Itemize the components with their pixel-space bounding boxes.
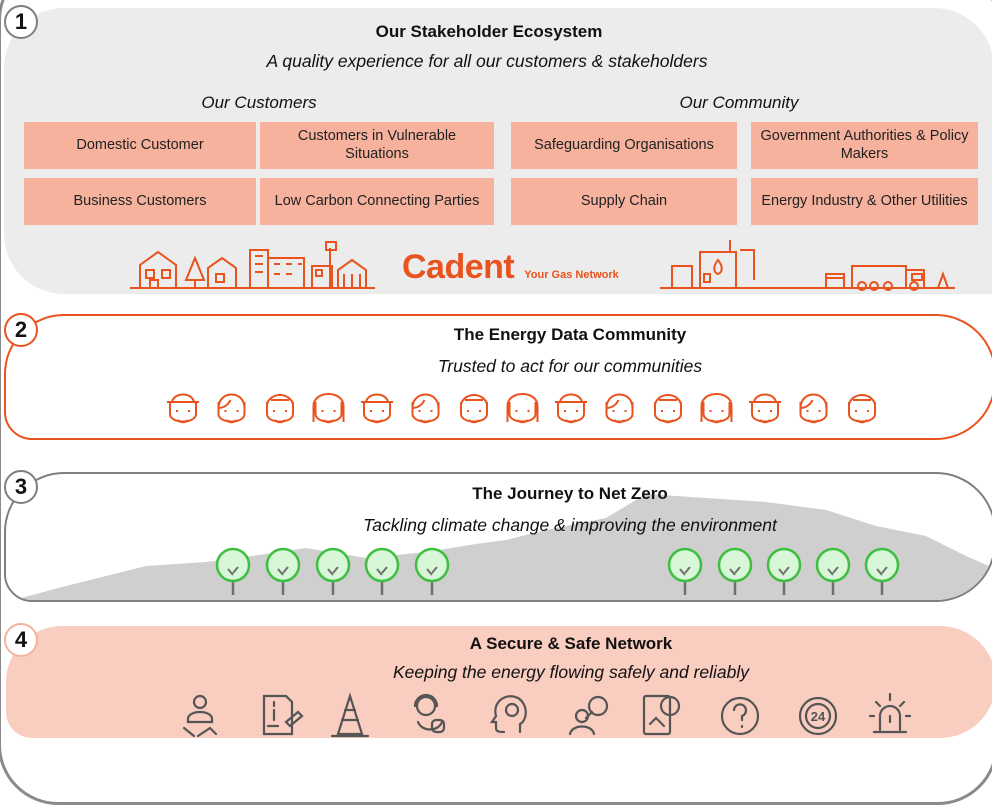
- cadent-logo: Cadent Your Gas Network: [402, 248, 619, 287]
- section1-illustration: [130, 240, 955, 291]
- support-agent-icon: [413, 693, 446, 734]
- curly-woman-face-icon: [506, 393, 539, 424]
- engineer-wrench-icon: [182, 694, 218, 738]
- truck-icon: [851, 265, 925, 288]
- info-device-icon: [642, 694, 681, 736]
- tree-icon: [364, 547, 400, 595]
- tree-icon: [717, 547, 753, 595]
- section1-number-badge: 1: [4, 5, 38, 39]
- section-stakeholder-ecosystem: Our Stakeholder Ecosystem A quality expe…: [4, 8, 992, 294]
- section3-title: The Journey to Net Zero: [472, 484, 668, 503]
- section3-number-badge: 3: [4, 470, 38, 504]
- section2-subtitle: Trusted to act for our communities: [437, 356, 703, 376]
- tree-icon: [265, 547, 301, 595]
- headset-woman-face-icon: [799, 393, 828, 424]
- hat-man-face-icon: [361, 393, 393, 424]
- tree-icon: [215, 547, 251, 595]
- box-vulnerable-customers: Customers in Vulnerable Situations: [260, 122, 494, 169]
- long-hair-woman-face-icon: [411, 393, 440, 424]
- tree-icon: [667, 547, 703, 595]
- barrier-icon: [825, 273, 845, 288]
- tree-icon: [815, 547, 851, 595]
- building-icon: [249, 249, 305, 288]
- tree-icon: [315, 547, 351, 595]
- grandma-face-icon: [555, 393, 587, 424]
- box-government: Government Authorities & Policy Makers: [751, 122, 978, 169]
- house-icon: [207, 256, 237, 288]
- graduate-face-icon: [848, 394, 876, 424]
- house-icon: [311, 265, 333, 288]
- young-man-face-icon: [460, 394, 488, 424]
- network-icons-row: 24: [182, 692, 912, 738]
- box-energy-industry: Energy Industry & Other Utilities: [751, 178, 978, 225]
- nurse-face-icon: [700, 393, 733, 424]
- farmer-face-icon: [167, 393, 199, 424]
- logo-tagline: Your Gas Network: [524, 269, 619, 281]
- tree-icon: [184, 255, 206, 288]
- document-repair-icon: [262, 694, 304, 736]
- glasses-man-face-icon: [654, 394, 682, 424]
- section-energy-data-community: The Energy Data Community Trusted to act…: [4, 314, 992, 440]
- logo-wordmark: Cadent: [402, 248, 515, 286]
- trees-row: [215, 547, 900, 595]
- section2-title: The Energy Data Community: [453, 325, 687, 344]
- alarm-light-icon: [868, 692, 912, 734]
- section-secure-network: A Secure & Safe Network Keeping the ener…: [6, 626, 992, 738]
- section3-subtitle: Tackling climate change & improving the …: [363, 515, 777, 535]
- 24-hours-icon: 24: [798, 696, 838, 736]
- tree-icon: [864, 547, 900, 595]
- box-domestic-customer: Domestic Customer: [24, 122, 256, 169]
- section4-subtitle: Keeping the energy flowing safely and re…: [392, 662, 750, 682]
- traffic-cone-icon: [330, 692, 370, 738]
- section4-title: A Secure & Safe Network: [469, 634, 673, 653]
- man-face-icon: [312, 393, 345, 424]
- doctor-face-icon: [749, 393, 781, 424]
- community-label: Our Community: [679, 93, 799, 112]
- girl-fringe-face-icon: [605, 393, 634, 424]
- section4-number-badge: 4: [4, 623, 38, 657]
- box-low-carbon: Low Carbon Connecting Parties: [260, 178, 494, 225]
- section1-subtitle: A quality experience for all our custome…: [266, 51, 708, 71]
- tree-icon: [766, 547, 802, 595]
- gas-plant-icon: [671, 240, 755, 288]
- user-search-icon: [568, 695, 609, 736]
- box-safeguarding: Safeguarding Organisations: [511, 122, 737, 169]
- house-icon: [139, 250, 177, 288]
- customers-label: Our Customers: [201, 93, 317, 112]
- svg-text:24: 24: [811, 709, 826, 724]
- woman-face-icon: [217, 393, 246, 424]
- section2-number-badge: 2: [4, 313, 38, 347]
- tree-icon: [414, 547, 450, 595]
- box-supply-chain: Supply Chain: [511, 178, 737, 225]
- people-icons-row: [167, 393, 876, 424]
- question-circle-icon: [720, 696, 760, 736]
- box-business-customers: Business Customers: [24, 178, 256, 225]
- thinking-head-icon: [489, 695, 527, 734]
- pavilion-icon: [337, 258, 367, 288]
- section1-title: Our Stakeholder Ecosystem: [375, 22, 603, 41]
- elder-woman-face-icon: [266, 394, 294, 424]
- cone-icon: [937, 271, 949, 289]
